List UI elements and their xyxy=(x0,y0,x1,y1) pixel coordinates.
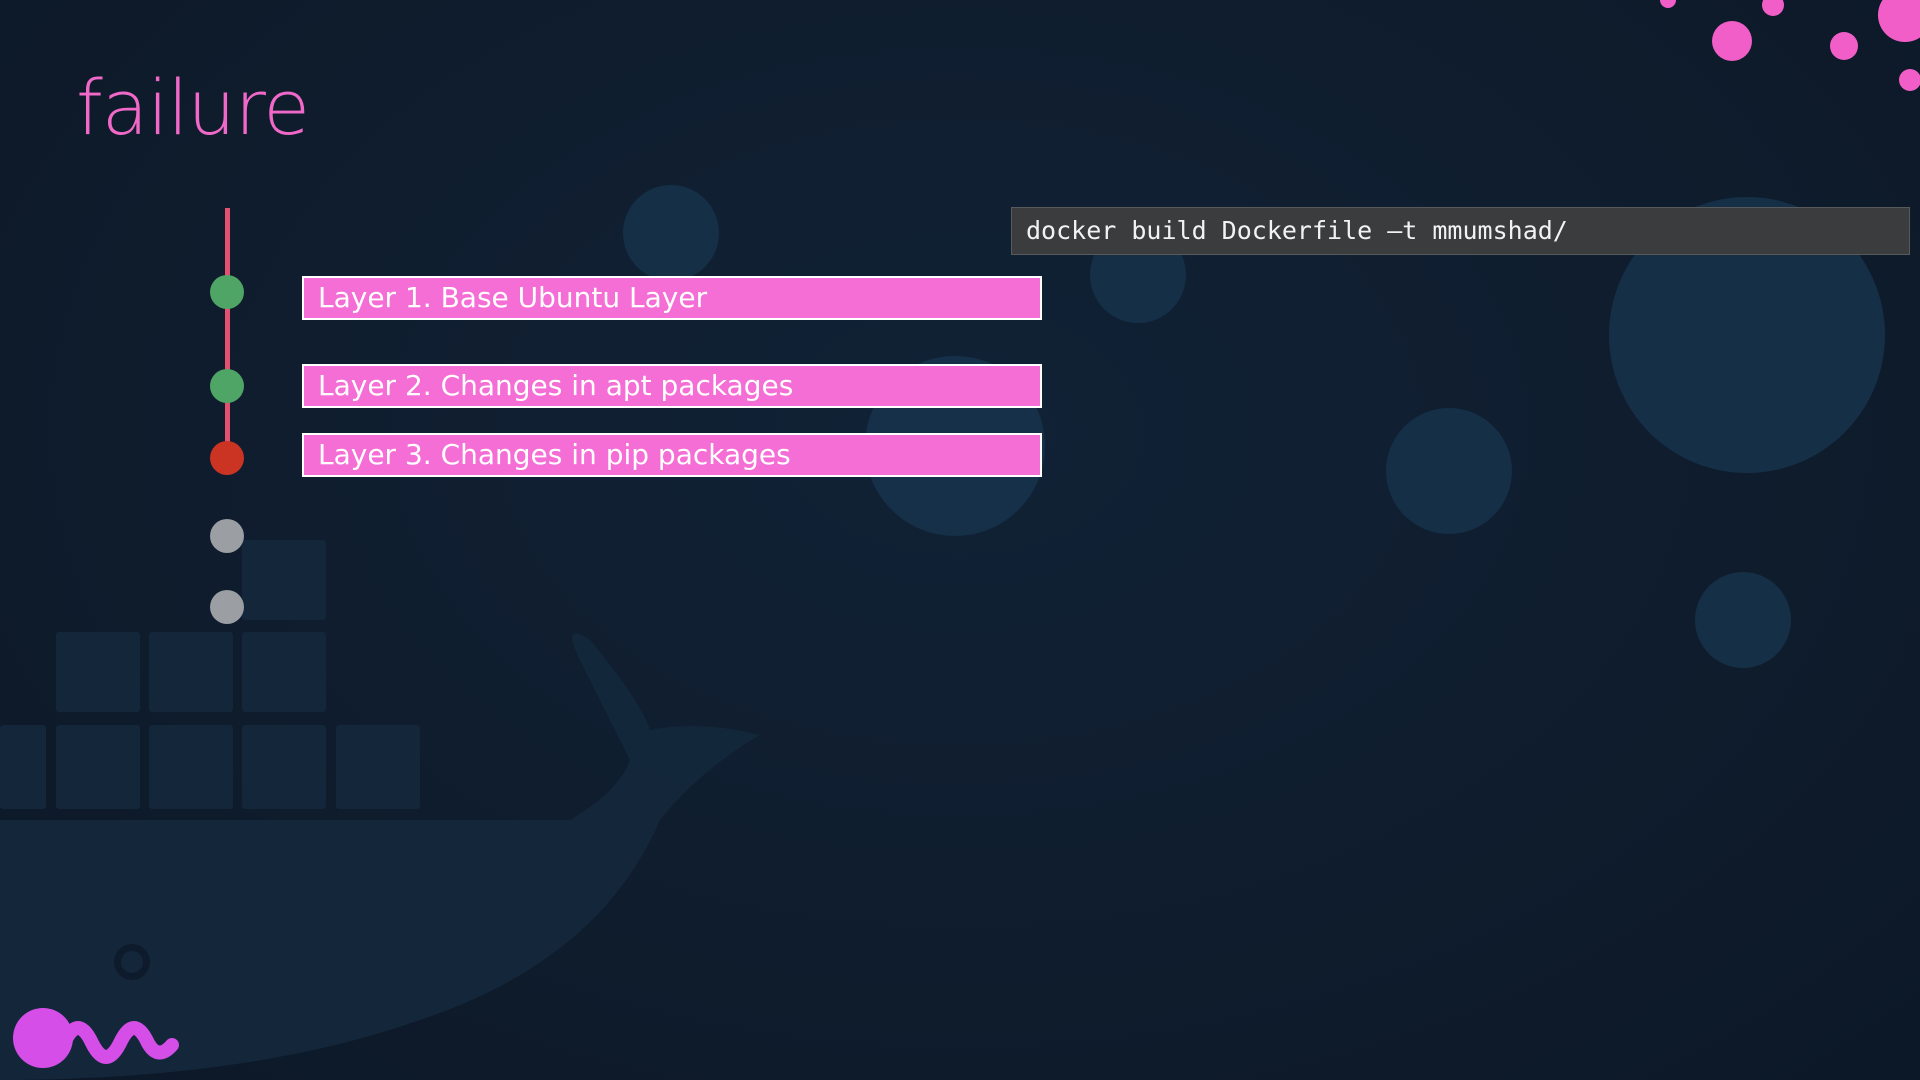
status-dot-success xyxy=(210,275,244,309)
layer-bar: Layer 1. Base Ubuntu Layer xyxy=(302,276,1042,320)
timeline-line xyxy=(225,208,230,458)
docker-whale-watermark xyxy=(0,540,760,1080)
status-dot-failed xyxy=(210,441,244,475)
status-dot-pending xyxy=(210,590,244,624)
slide-title: failure xyxy=(76,63,310,152)
layer-bar: Layer 2. Changes in apt packages xyxy=(302,364,1042,408)
pink-corner-dots xyxy=(1660,0,1920,91)
status-dot-success xyxy=(210,369,244,403)
brand-wave-logo xyxy=(13,1008,179,1068)
layer-bar: Layer 3. Changes in pip packages xyxy=(302,433,1042,477)
background-bubbles xyxy=(623,185,1885,668)
status-dot-pending xyxy=(210,519,244,553)
command-line: docker build Dockerfile –t mmumshad/ xyxy=(1011,207,1910,255)
